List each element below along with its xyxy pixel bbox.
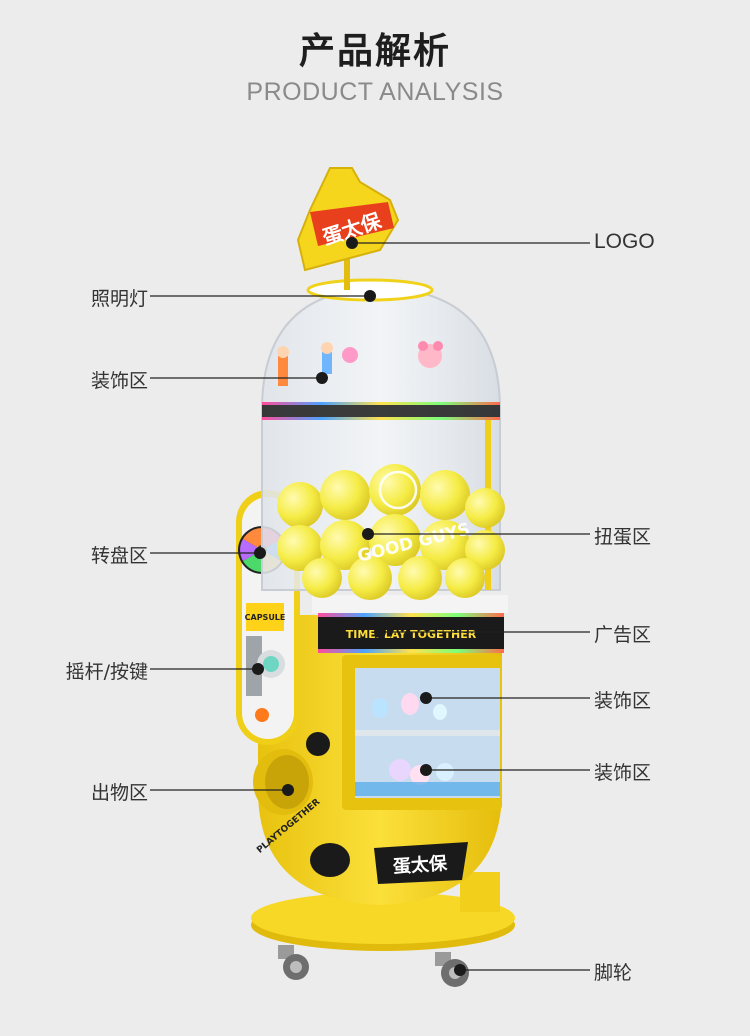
callout-decor-mid: 装饰区 bbox=[594, 690, 652, 712]
ad-band-text: TIMEPLAY TOGETHER bbox=[346, 628, 477, 641]
page-subtitle: PRODUCT ANALYSIS bbox=[246, 78, 504, 106]
callout-turntable: 转盘区 bbox=[90, 545, 148, 567]
callout-decor-low: 装饰区 bbox=[594, 762, 652, 784]
caster-wheels bbox=[278, 945, 469, 987]
base-platform bbox=[251, 872, 515, 951]
callout-caster: 脚轮 bbox=[594, 962, 633, 984]
body-dot-small bbox=[306, 732, 330, 756]
capsule-label-text: CAPSULE bbox=[245, 613, 286, 622]
body-brand-logo: 蛋太保 bbox=[374, 842, 468, 884]
capsule-balls: GOOD GUYS bbox=[277, 464, 505, 600]
capsule-label-panel: CAPSULE bbox=[245, 603, 286, 631]
callout-logo: LOGO bbox=[594, 230, 655, 253]
callout-decor-top: 装饰区 bbox=[90, 370, 148, 392]
page-title: 产品解析 bbox=[298, 31, 451, 72]
callout-lever: 摇杆/按键 bbox=[65, 661, 148, 683]
callout-ad: 广告区 bbox=[594, 624, 652, 646]
display-window bbox=[342, 655, 502, 810]
callout-gacha: 扭蛋区 bbox=[594, 526, 652, 548]
callout-dots bbox=[252, 237, 466, 976]
ad-band: TIMEPLAY TOGETHER bbox=[312, 595, 508, 653]
callout-leaders bbox=[150, 242, 590, 971]
callout-exit: 出物区 bbox=[90, 782, 148, 804]
callout-lighting: 照明灯 bbox=[90, 288, 148, 310]
body-brand-text: 蛋太保 bbox=[392, 852, 448, 878]
top-brand-sign: 蛋太保 bbox=[296, 167, 400, 290]
body-dot-large bbox=[310, 843, 350, 877]
top-figures bbox=[277, 341, 443, 386]
